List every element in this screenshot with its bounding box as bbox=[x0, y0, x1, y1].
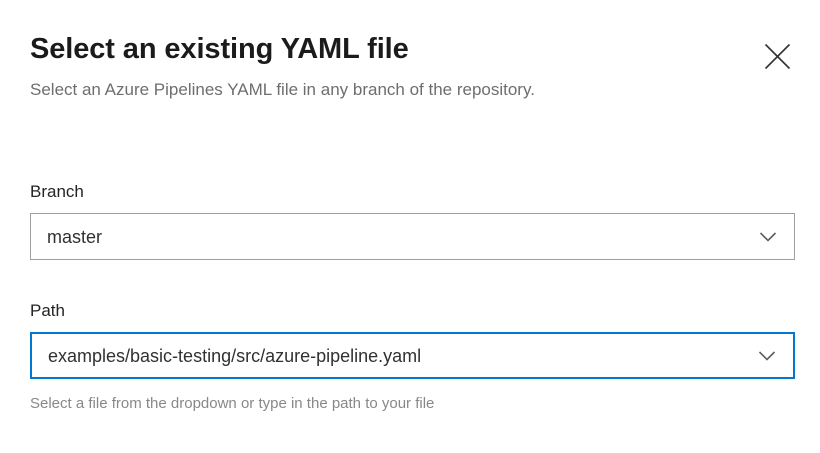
branch-field-group: Branch bbox=[30, 181, 795, 260]
path-chevron-down-icon[interactable] bbox=[753, 342, 781, 370]
path-field-group: Path Select a file from the dropdown or … bbox=[30, 300, 795, 414]
branch-label: Branch bbox=[30, 182, 84, 201]
page-title: Select an existing YAML file bbox=[30, 33, 409, 65]
branch-combobox[interactable] bbox=[30, 213, 795, 260]
path-hint-text: Select a file from the dropdown or type … bbox=[30, 395, 435, 412]
branch-chevron-down-icon[interactable] bbox=[754, 223, 782, 251]
dialog-header: Select an existing YAML file Select an A… bbox=[30, 30, 730, 106]
dialog-subtitle: Select an Azure Pipelines YAML file in a… bbox=[30, 80, 535, 99]
close-button[interactable] bbox=[757, 36, 797, 76]
branch-input[interactable] bbox=[31, 223, 794, 250]
path-input[interactable] bbox=[32, 342, 793, 369]
path-label: Path bbox=[30, 301, 65, 320]
close-icon bbox=[764, 43, 791, 70]
path-combobox[interactable] bbox=[30, 332, 795, 379]
